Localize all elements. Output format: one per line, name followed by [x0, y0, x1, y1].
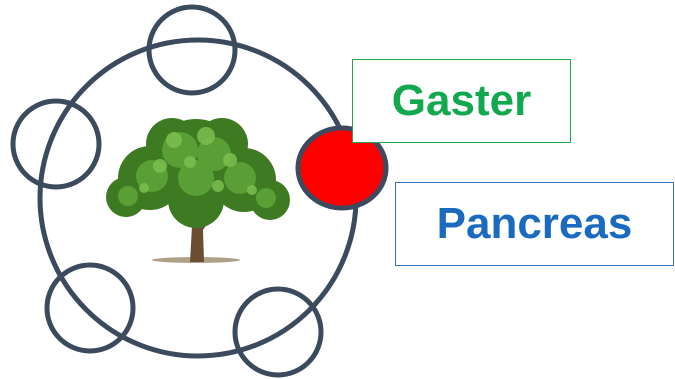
label-pancreas: Pancreas — [437, 199, 633, 249]
satellite-circle-top — [149, 7, 235, 93]
satellite-circle-bottom-left — [47, 265, 133, 351]
label-box-pancreas: Pancreas — [395, 182, 674, 266]
tree-icon — [106, 118, 290, 263]
label-gaster: Gaster — [392, 76, 531, 126]
label-box-gaster: Gaster — [352, 59, 571, 143]
satellite-circle-left — [13, 101, 99, 187]
